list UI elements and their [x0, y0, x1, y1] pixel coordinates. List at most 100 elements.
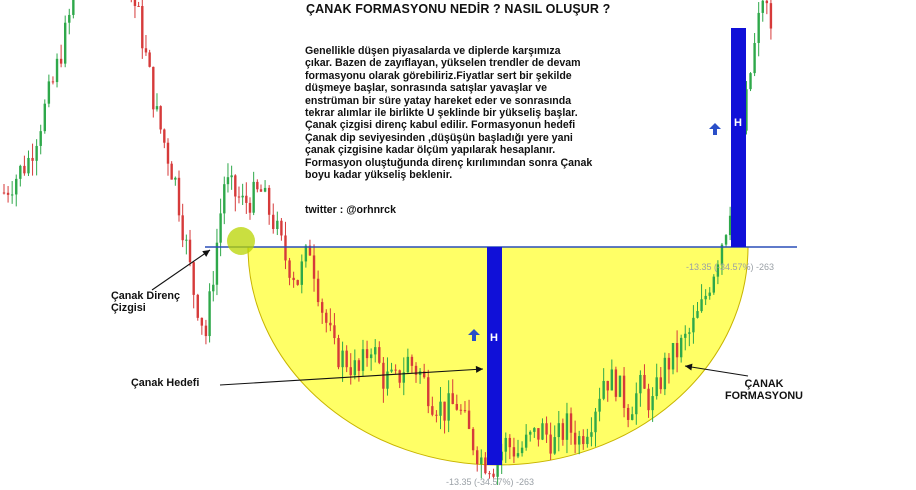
candle-body: [471, 428, 475, 451]
candle-body: [365, 349, 369, 359]
candle-body: [569, 413, 573, 433]
candle-body: [6, 192, 10, 195]
formation-pointer-arrow: [684, 365, 749, 377]
candle-body: [329, 322, 332, 326]
candle-body: [259, 189, 263, 192]
candle-body: [761, 0, 764, 13]
candle-body: [610, 369, 614, 391]
candle-body: [68, 14, 71, 23]
candle-body: [455, 403, 459, 410]
candle-body: [582, 436, 585, 445]
candle-body: [720, 244, 724, 265]
candle-body: [684, 333, 687, 338]
candle-body: [137, 5, 140, 7]
candle-body: [533, 428, 536, 432]
candle-body: [308, 245, 312, 256]
target-h-label: H: [734, 117, 742, 129]
candle-body: [439, 401, 442, 416]
candle-body: [631, 414, 634, 420]
candle-body: [333, 325, 336, 339]
candle-body: [35, 145, 38, 161]
candle-body: [476, 450, 479, 464]
candle-body: [639, 374, 642, 394]
candle-body: [508, 437, 512, 448]
candle-body: [557, 423, 560, 438]
candle-body: [692, 317, 695, 333]
candle-body: [185, 239, 188, 241]
candle-body: [234, 175, 237, 197]
candle-body: [635, 393, 638, 415]
candle-body: [545, 423, 548, 435]
candle-body: [208, 291, 211, 337]
candle-body: [15, 178, 18, 195]
candle-body: [663, 357, 667, 390]
cup-target-label: Çanak Hedefi: [131, 377, 200, 389]
candle-body: [488, 473, 491, 475]
measure-readout-bottom: -13.35 (-34.57%) -263: [446, 477, 535, 487]
candle-body: [467, 410, 471, 429]
candle-body: [159, 106, 162, 130]
candle-body: [561, 423, 565, 440]
candle-body: [263, 187, 267, 192]
candle-body: [647, 388, 650, 411]
candle-body: [675, 342, 679, 358]
candle-body: [573, 432, 577, 445]
candle-body: [704, 295, 707, 300]
candle-body: [349, 367, 352, 376]
candle-body: [492, 473, 495, 477]
candle-body: [241, 195, 244, 198]
target-pointer-arrow: [219, 368, 484, 386]
candle-body: [529, 431, 532, 435]
candle-body: [196, 294, 199, 318]
candle-body: [496, 460, 499, 477]
candle-body: [598, 398, 601, 412]
candle-body: [288, 260, 291, 278]
candle-body: [769, 3, 773, 29]
cup-formation-label: ÇANAK FORMASYONU: [725, 378, 803, 402]
candle-body: [177, 177, 181, 216]
candle-body: [245, 195, 248, 203]
candle-body: [386, 371, 389, 389]
candle-body: [230, 175, 233, 178]
candle-body: [577, 436, 581, 445]
candle-body: [152, 66, 155, 110]
candle-body: [369, 354, 373, 359]
candle-body: [406, 356, 410, 373]
candle-body: [757, 12, 760, 43]
candle-body: [256, 181, 259, 190]
candle-body: [614, 369, 618, 397]
candle-body: [248, 202, 252, 213]
candle-body: [237, 196, 241, 198]
candle-body: [590, 432, 593, 437]
up-arrow-icon: [709, 123, 721, 135]
candle-body: [141, 6, 144, 49]
candle-body: [325, 312, 328, 323]
candle-body: [19, 165, 22, 179]
candle-body: [753, 42, 756, 74]
candle-body: [51, 81, 55, 83]
candle-body: [679, 337, 683, 358]
candle-body: [361, 349, 365, 371]
breakout-highlight: [227, 227, 255, 255]
candle-body: [728, 215, 732, 236]
candle-body: [252, 181, 255, 213]
candle-body: [374, 347, 377, 355]
formation-pointer-arrow-head: [685, 363, 693, 371]
candle-body: [749, 73, 752, 90]
candle-body: [618, 375, 622, 397]
candle-body: [170, 163, 173, 180]
candle-body: [553, 437, 556, 454]
candle-body: [410, 356, 414, 366]
candle-body: [47, 81, 51, 104]
candle-body: [320, 302, 324, 313]
candle-body: [59, 58, 63, 64]
resistance-pointer-arrow: [151, 249, 211, 291]
candle-body: [144, 48, 148, 53]
candle-body: [606, 380, 609, 391]
candle-body: [272, 214, 275, 229]
candle-body: [435, 414, 438, 416]
candle-body: [23, 165, 26, 174]
candle-body: [204, 325, 208, 337]
